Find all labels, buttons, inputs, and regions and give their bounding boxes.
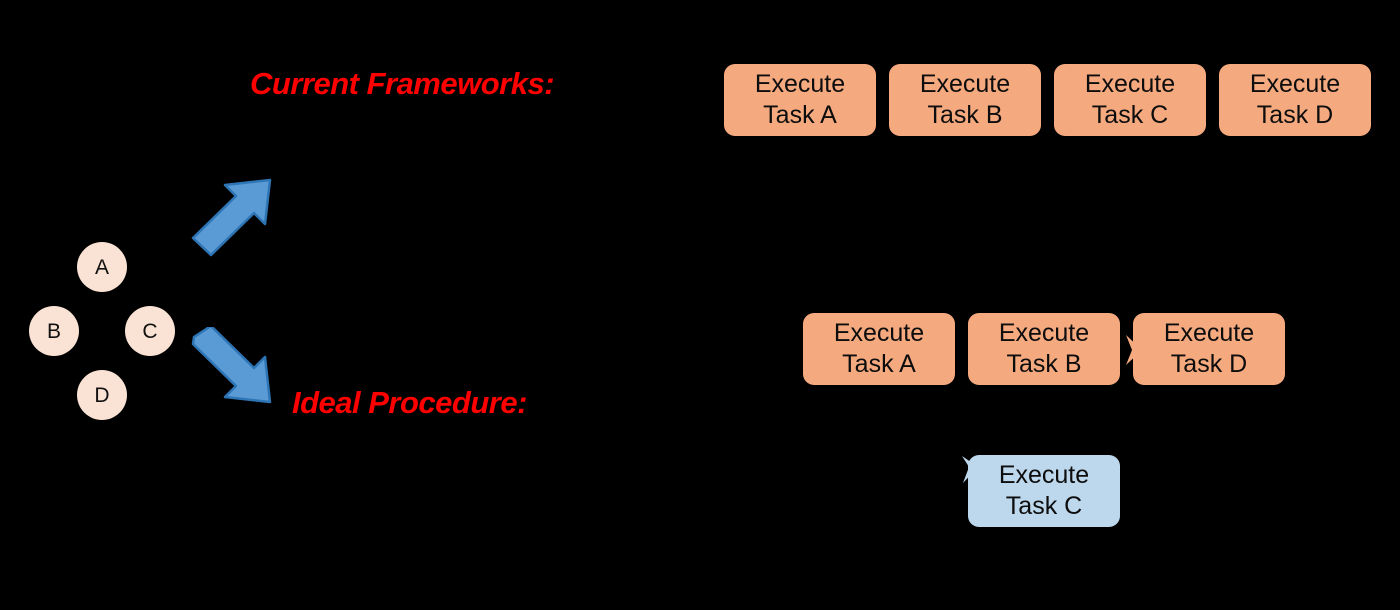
- task-box-ideal-a-line2: Task A: [842, 350, 916, 378]
- task-box-current-c-line1: Execute: [1084, 69, 1176, 98]
- task-box-current-a-line1: Execute: [754, 69, 846, 98]
- graph-node-c-label: C: [142, 319, 158, 343]
- graph-node-d-label: D: [94, 383, 110, 407]
- task-box-current-c-line2: Task C: [1091, 101, 1169, 129]
- task-box-ideal-d[interactable]: Execute Task D: [1133, 313, 1285, 385]
- task-box-current-a-line2: Task A: [763, 101, 837, 129]
- task-box-current-d-line2: Task D: [1256, 101, 1334, 129]
- block-arrow-up-right-icon: [191, 178, 272, 257]
- label-current-frameworks: Current Frameworks:: [250, 66, 555, 101]
- task-box-current-a[interactable]: Execute Task A: [724, 64, 876, 136]
- task-box-ideal-d-line2: Task D: [1170, 350, 1248, 378]
- task-box-current-d-line1: Execute: [1249, 69, 1341, 98]
- task-box-ideal-b[interactable]: Execute Task B: [968, 313, 1120, 385]
- task-box-current-c[interactable]: Execute Task C: [1054, 64, 1206, 136]
- task-box-ideal-c-line1: Execute: [998, 460, 1090, 489]
- task-box-current-b[interactable]: Execute Task B: [889, 64, 1041, 136]
- graph-node-a-label: A: [94, 255, 109, 279]
- task-box-ideal-c-line2: Task C: [1005, 492, 1083, 520]
- task-box-ideal-b-line2: Task B: [1006, 350, 1082, 378]
- task-box-ideal-b-line1: Execute: [998, 318, 1090, 347]
- task-box-ideal-d-line1: Execute: [1163, 318, 1255, 347]
- task-box-current-b-line2: Task B: [927, 101, 1003, 129]
- block-arrow-down-right-icon: [191, 327, 272, 404]
- task-box-ideal-c[interactable]: Execute Task C: [968, 455, 1120, 527]
- graph-node-a[interactable]: A: [77, 242, 127, 292]
- graph-node-b[interactable]: B: [29, 306, 79, 356]
- task-box-ideal-a-line1: Execute: [833, 318, 925, 347]
- graph-node-d[interactable]: D: [77, 370, 127, 420]
- task-box-ideal-a[interactable]: Execute Task A: [803, 313, 955, 385]
- graph-node-c[interactable]: C: [125, 306, 175, 356]
- task-box-current-d[interactable]: Execute Task D: [1219, 64, 1371, 136]
- graph-node-b-label: B: [46, 319, 61, 343]
- task-box-current-b-line1: Execute: [919, 69, 1011, 98]
- label-ideal-procedure: Ideal Procedure:: [292, 385, 527, 420]
